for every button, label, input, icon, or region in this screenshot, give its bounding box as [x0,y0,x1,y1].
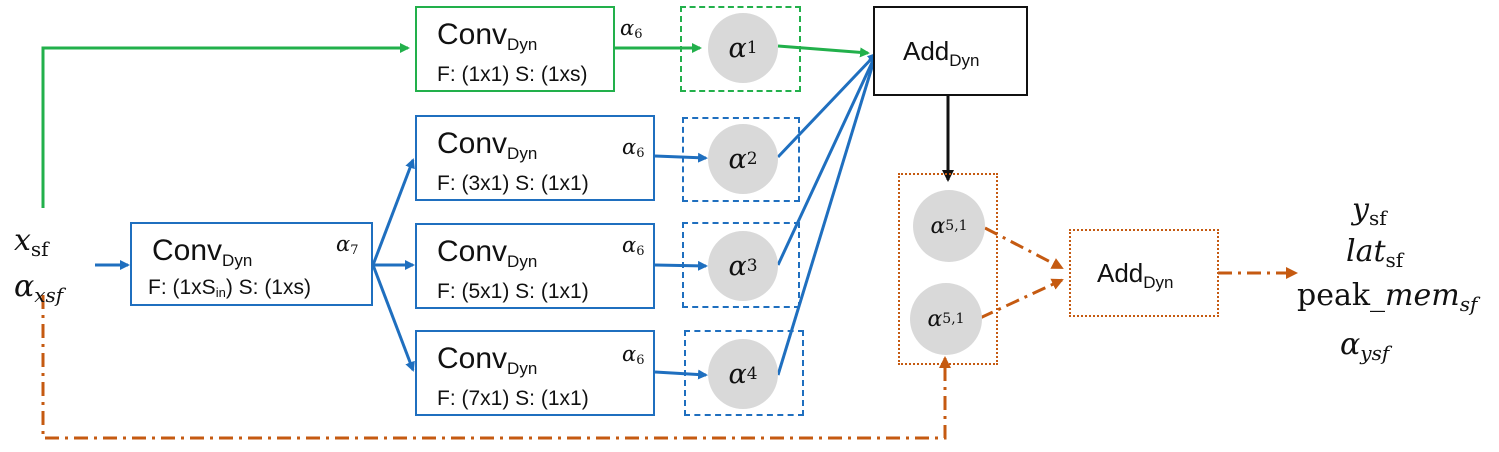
conv-branch-3: ConvDyn α6 F: (5x1) S: (1x1) [415,223,655,309]
blue-conv3-to-alpha3 [654,260,708,271]
add-top-block: AddDyn [873,6,1028,96]
orange-bypass-wire [41,295,951,440]
conv-branch-2: ConvDyn α6 F: (3x1) S: (1x1) [415,115,655,201]
blue-fan-branch-4 [371,264,415,372]
conv-input-alpha: α7 [336,232,359,258]
input-x-label: xsf [14,223,49,261]
alpha5-group [898,173,998,365]
conv-branch-4-params: F: (7x1) S: (1x1) [437,387,589,410]
conv-input-params: F: (1xSin) S: (1xs) [148,276,311,300]
conv-input-block: ConvDyn α7 F: (1xSin) S: (1xs) [130,222,373,306]
conv-input-title: ConvDyn [152,234,253,270]
output-alpha: αysf [1340,327,1390,365]
conv-branch-1-alpha: α6 [620,16,643,42]
alpha2-group [682,117,800,202]
blue-connectors [95,52,879,380]
output-peak-mem: peak_memsf [1297,278,1478,316]
green-skip-wire [41,43,410,208]
conv-branch-4-title: ConvDyn [437,342,538,378]
blue-conv4-to-alpha4 [654,369,708,380]
conv-branch-4: ConvDyn α6 F: (7x1) S: (1x1) [415,330,655,416]
input-alpha-label: αxsf [14,269,64,307]
add-out-block: AddDyn [1069,229,1219,317]
conv-branch-3-alpha: α6 [622,233,645,259]
conv-branch-2-title: ConvDyn [437,127,538,163]
blue-alpha4-to-add [776,52,879,376]
green-alpha1-to-add [777,44,870,58]
conv-branch-1-title: ConvDyn [437,18,538,54]
blue-conv2-to-alpha2 [654,152,708,163]
conv-branch-2-alpha: α6 [622,135,645,161]
output-y: ysf [1352,192,1387,230]
conv-branch-1: ConvDyn α6 F: (1x1) S: (1xs) [415,6,642,92]
blue-fan-branch-2 [371,158,415,266]
add-out-title: AddDyn [1097,258,1174,292]
alpha4-group [684,330,804,416]
orange-connectors [41,226,1298,440]
conv-branch-4-alpha: α6 [622,342,645,368]
green-connectors [41,43,870,208]
conv-branch-2-params: F: (3x1) S: (1x1) [437,172,589,195]
conv-branch-3-params: F: (5x1) S: (1x1) [437,280,589,303]
blue-alpha3-to-add [776,52,878,266]
conv-branch-1-params: F: (1x1) S: (1xs) [437,63,588,86]
add-top-title: AddDyn [903,36,980,70]
alpha3-group [682,222,800,308]
blue-alpha2-to-add [776,52,878,159]
output-lat: latsf [1346,234,1404,272]
conv-branch-3-title: ConvDyn [437,235,538,271]
alpha1-group [680,6,801,92]
